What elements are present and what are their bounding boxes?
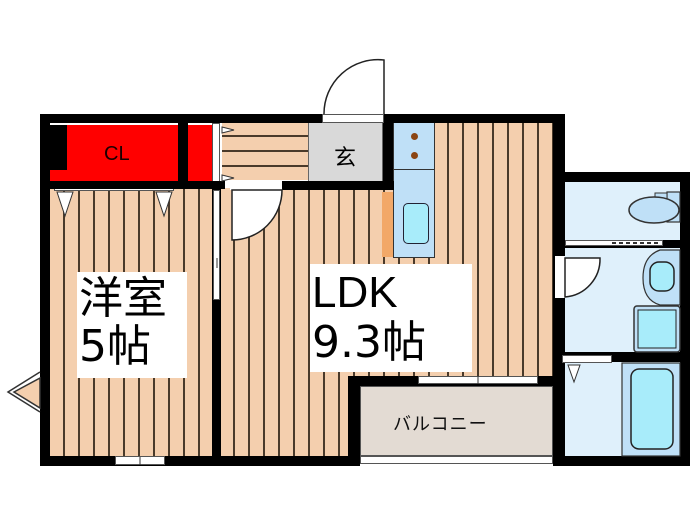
outer-wall-left: [40, 114, 50, 466]
bath-door-marker-icon: [567, 364, 581, 384]
stove-divider: [393, 169, 435, 170]
entrance-door-opening: [322, 114, 384, 123]
balcony-label: バルコニー: [393, 414, 488, 435]
hall-door-opening: [230, 181, 282, 190]
wall-wet-bottom: [553, 456, 690, 466]
entrance: [308, 122, 383, 182]
wall-bath-top: [553, 352, 690, 362]
ldk-name: LDK: [312, 268, 398, 317]
entrance-door-swing-icon: [323, 58, 385, 115]
washbasin-bowl-icon: [649, 261, 675, 292]
toilet-bowl-icon: [628, 196, 680, 224]
closet-label: CL: [104, 143, 130, 165]
stove-burner-icon: [411, 133, 418, 140]
sliding-door: [213, 190, 220, 300]
outer-wall-bottom-left: [40, 456, 360, 466]
washroom-door-opening: [555, 256, 565, 298]
storage-closet: [188, 125, 212, 183]
hall-door-swing-icon: [231, 189, 283, 241]
bath-door-opening: [562, 355, 612, 363]
wall-wet-right: [680, 172, 690, 466]
hallway-floor: [222, 122, 308, 180]
kitchen-sink-icon: [403, 203, 429, 244]
kitchen-backsplash: [382, 192, 394, 257]
bay-window-icon: [12, 376, 41, 410]
closet-open-marker-icon: [155, 191, 173, 218]
storage-marker-icon: [221, 174, 235, 182]
western-room-name: 洋室: [79, 273, 167, 324]
ldk-size: 9.3帖: [312, 317, 426, 368]
balcony: [360, 386, 553, 456]
western-room-size: 5帖: [79, 321, 151, 372]
wall-entrance-kitchen: [383, 114, 393, 190]
wall-closet-bottom: [40, 181, 225, 189]
bathtub-icon: [630, 368, 674, 450]
closet-wall-notch: [50, 125, 67, 170]
western-room-label: 洋室 5帖: [77, 272, 187, 378]
entrance-label: 玄: [334, 146, 357, 171]
stove-burner-icon: [411, 152, 418, 159]
wall-balcony-left: [348, 376, 360, 466]
closet: [50, 125, 178, 183]
outer-wall-top: [40, 114, 564, 123]
storage-marker-icon: [221, 126, 235, 134]
washroom-door-swing-icon: [564, 257, 601, 298]
ldk-label: LDK 9.3帖: [310, 264, 472, 372]
wall-room-divider: [212, 181, 221, 466]
wall-wet-top: [553, 172, 690, 182]
closet-open-marker-icon: [56, 191, 74, 218]
wall-closet-divider: [178, 114, 188, 189]
balcony-railing: [360, 456, 553, 464]
wall-hall-bottom: [282, 181, 394, 190]
